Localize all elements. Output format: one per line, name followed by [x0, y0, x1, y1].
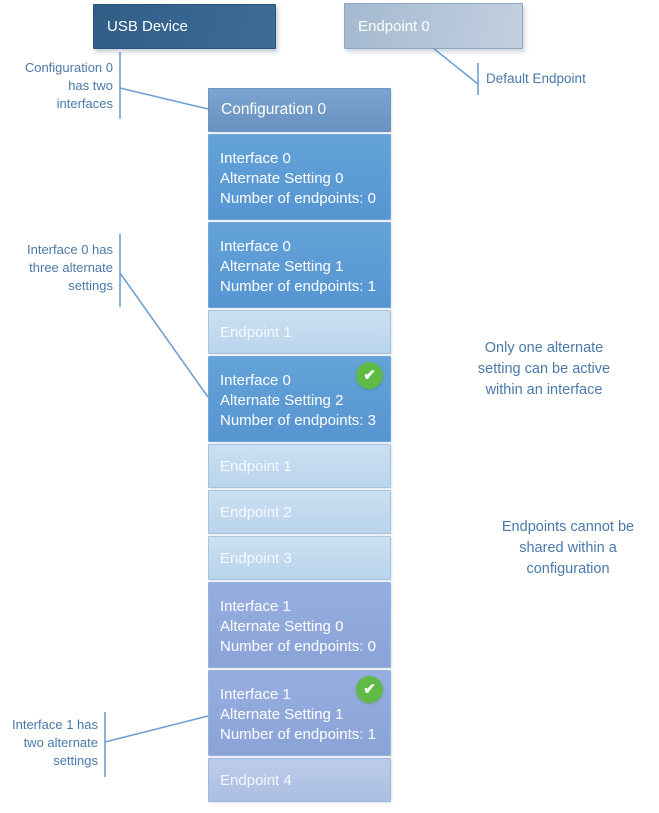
endpoint-count-line: Number of endpoints: 1 [220, 726, 376, 743]
usb-device-label: USB Device [107, 18, 188, 35]
endpoint-1-box: Endpoint 1 [208, 310, 391, 354]
endpoint-1-box: Endpoint 1 [208, 444, 391, 488]
annotation-line: Only one alternate [484, 340, 604, 356]
interface-line: Interface 0 [220, 150, 291, 167]
endpoint-label: Endpoint 2 [220, 503, 292, 521]
alternate-setting-line: Alternate Setting 0 [220, 618, 344, 635]
endpoint-label: Endpoint 4 [220, 771, 292, 789]
annotation-line: settings [68, 278, 113, 293]
usb-device-box: USB Device [93, 4, 276, 49]
configuration-0-label: Configuration 0 [221, 101, 327, 118]
annotation-line: settings [53, 753, 98, 768]
label-default-endpoint: Default Endpoint [486, 70, 586, 88]
endpoint-0-label: Endpoint 0 [358, 17, 430, 35]
interface-line: Interface 0 [220, 372, 291, 389]
interface-0-alt-1-box: Interface 0 Alternate Setting 1 Number o… [208, 222, 391, 308]
configuration-0-box: Configuration 0 [208, 88, 391, 132]
annotation-line: three alternate [29, 260, 113, 275]
annotation-line: setting can be active [477, 361, 611, 377]
annotation-line: Interface 0 has [27, 242, 113, 257]
leader-line [104, 715, 209, 743]
interface-0-alt-0-box: Interface 0 Alternate Setting 0 Number o… [208, 134, 391, 220]
endpoint-count-line: Number of endpoints: 0 [220, 190, 376, 207]
configuration-stack: Configuration 0 Interface 0 Alternate Se… [208, 88, 391, 804]
endpoint-0-box: Endpoint 0 [344, 3, 523, 49]
check-icon: ✔ [356, 676, 383, 703]
leader-line [119, 87, 209, 110]
endpoint-count-line: Number of endpoints: 1 [220, 278, 376, 295]
interface-line: Interface 1 [220, 598, 291, 615]
endpoint-count-line: Number of endpoints: 3 [220, 412, 376, 429]
interface-1-alt-0-box: Interface 1 Alternate Setting 0 Number o… [208, 582, 391, 668]
annotation-line: configuration [526, 561, 610, 577]
endpoint-3-box: Endpoint 3 [208, 536, 391, 580]
annotation-line: has two [68, 78, 113, 93]
alternate-setting-line: Alternate Setting 0 [220, 170, 344, 187]
leader-line [119, 272, 209, 398]
annotation-interface0-settings: Interface 0 has three alternate settings [8, 241, 113, 295]
endpoint-label: Endpoint 1 [220, 323, 292, 341]
endpoint-label: Endpoint 3 [220, 549, 292, 567]
endpoint-2-box: Endpoint 2 [208, 490, 391, 534]
annotation-line: Configuration 0 [24, 60, 113, 75]
alternate-setting-line: Alternate Setting 1 [220, 706, 344, 723]
interface-1-alt-1-box: ✔ Interface 1 Alternate Setting 1 Number… [208, 670, 391, 756]
endpoint-4-box: Endpoint 4 [208, 758, 391, 802]
interface-line: Interface 0 [220, 238, 291, 255]
note-alternate-setting: Only one alternate setting can be active… [444, 338, 644, 401]
interface-0-alt-2-box: ✔ Interface 0 Alternate Setting 2 Number… [208, 356, 391, 442]
annotation-config-interfaces: Configuration 0 has two interfaces [8, 59, 113, 113]
annotation-interface1-settings: Interface 1 has two alternate settings [0, 716, 98, 770]
annotation-line: two alternate [23, 735, 98, 750]
annotation-line: shared within a [519, 540, 617, 556]
interface-line: Interface 1 [220, 686, 291, 703]
alternate-setting-line: Alternate Setting 2 [220, 392, 344, 409]
annotation-line: Endpoints cannot be [501, 519, 635, 535]
note-endpoints-shared: Endpoints cannot be shared within a conf… [468, 517, 659, 580]
leader-line [432, 47, 479, 85]
annotation-line: interfaces [56, 96, 113, 111]
annotation-line: Default Endpoint [486, 71, 586, 86]
alternate-setting-line: Alternate Setting 1 [220, 258, 344, 275]
annotation-line: within an interface [485, 382, 603, 398]
check-icon: ✔ [356, 362, 383, 389]
endpoint-label: Endpoint 1 [220, 457, 292, 475]
annotation-line: Interface 1 has [12, 717, 98, 732]
endpoint-count-line: Number of endpoints: 0 [220, 638, 376, 655]
